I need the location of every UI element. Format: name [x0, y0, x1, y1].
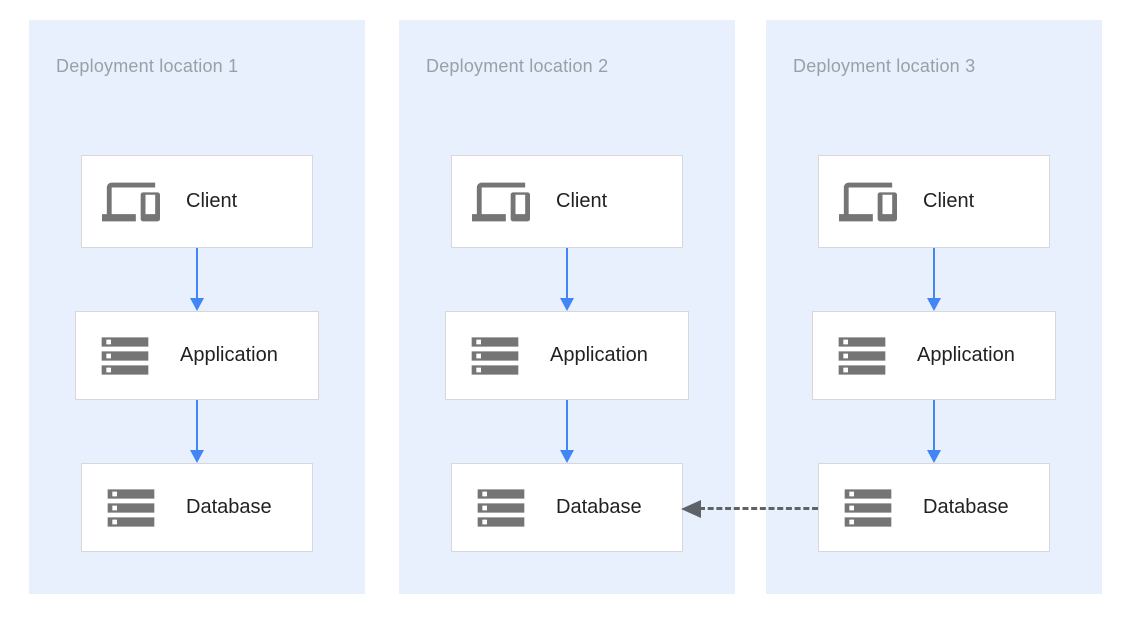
client-node: Client: [451, 155, 683, 248]
database-node: Database: [818, 463, 1050, 552]
storage-icon: [96, 327, 154, 385]
application-node: Application: [812, 311, 1056, 400]
flow-arrow-client-to-application: [190, 248, 204, 311]
deployment-location-1-panel: Deployment location 1 Client Application: [29, 20, 365, 594]
storage-icon: [833, 327, 891, 385]
storage-icon: [102, 479, 160, 537]
storage-icon: [466, 327, 524, 385]
flow-arrow-application-to-database: [927, 400, 941, 463]
node-label: Database: [923, 496, 1009, 518]
arrow-shaft: [933, 400, 935, 451]
storage-icon: [472, 479, 530, 537]
application-node: Application: [445, 311, 689, 400]
storage-icon: [839, 479, 897, 537]
arrow-head-icon: [560, 450, 574, 463]
arrow-head-icon: [190, 450, 204, 463]
deployment-location-2-panel: Deployment location 2 Client Application: [399, 20, 735, 594]
flow-arrow-application-to-database: [190, 400, 204, 463]
node-label: Database: [186, 496, 272, 518]
client-node: Client: [81, 155, 313, 248]
node-label: Client: [556, 190, 608, 212]
flow-arrow-client-to-application: [560, 248, 574, 311]
node-label: Application: [550, 344, 648, 366]
node-label: Application: [180, 344, 278, 366]
arrow-head-icon: [190, 298, 204, 311]
node-label: Client: [186, 190, 238, 212]
database-node: Database: [451, 463, 683, 552]
node-label: Database: [556, 496, 642, 518]
arrow-shaft: [566, 248, 568, 299]
panel-title: Deployment location 2: [426, 56, 609, 76]
devices-icon: [839, 173, 897, 231]
node-label: Client: [923, 190, 975, 212]
panel-title: Deployment location 3: [793, 56, 976, 76]
arrow-head-icon: [560, 298, 574, 311]
arrow-head-icon: [927, 298, 941, 311]
arrow-shaft: [566, 400, 568, 451]
node-label: Application: [917, 344, 1015, 366]
flow-arrow-application-to-database: [560, 400, 574, 463]
devices-icon: [102, 173, 160, 231]
arrow-head-icon: [927, 450, 941, 463]
database-node: Database: [81, 463, 313, 552]
panel-title: Deployment location 1: [56, 56, 239, 76]
arrow-shaft: [196, 400, 198, 451]
arrow-shaft: [933, 248, 935, 299]
flow-arrow-client-to-application: [927, 248, 941, 311]
arrow-shaft: [196, 248, 198, 299]
deployment-location-3-panel: Deployment location 3 Client Application: [766, 20, 1102, 594]
arrow-head-left-icon: [681, 500, 701, 518]
dashed-arrow-shaft: [699, 507, 818, 510]
client-node: Client: [818, 155, 1050, 248]
devices-icon: [472, 173, 530, 231]
application-node: Application: [75, 311, 319, 400]
